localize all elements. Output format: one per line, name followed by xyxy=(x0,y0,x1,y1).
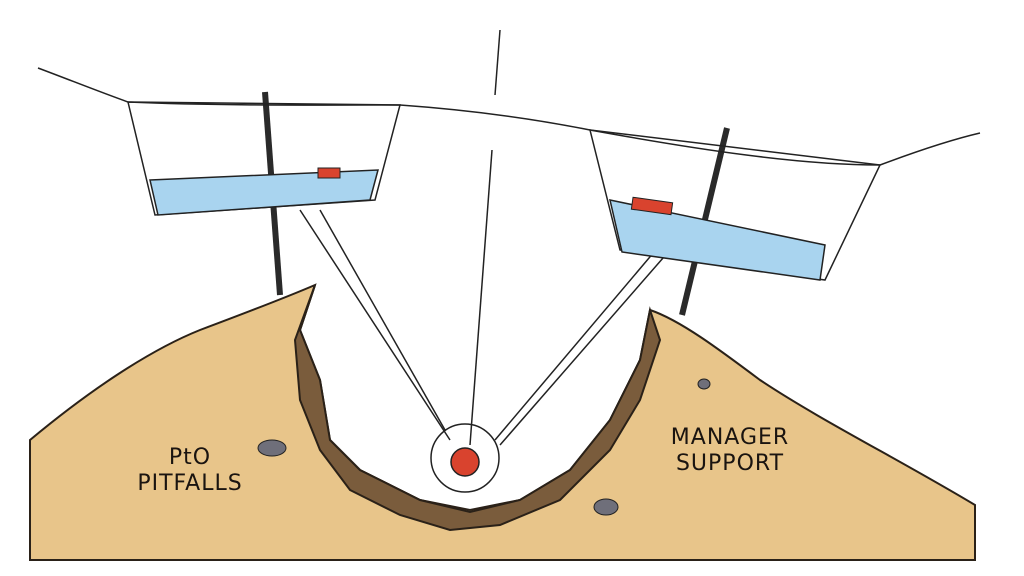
rock xyxy=(257,439,287,457)
right-label-line2: SUPPORT xyxy=(675,451,785,476)
dirt-trench xyxy=(293,284,662,532)
red-ball xyxy=(450,447,480,477)
rock xyxy=(697,378,711,390)
right-net xyxy=(589,129,882,281)
right-hill-label: MANAGER SUPPORT xyxy=(665,425,795,477)
rock xyxy=(593,498,619,516)
left-net xyxy=(127,101,401,216)
right-label-line1: MANAGER xyxy=(670,425,790,450)
left-label-line1: PtO xyxy=(168,445,212,470)
target-circle xyxy=(430,423,500,493)
left-hill-label: PtO PITFALLS xyxy=(135,445,245,497)
left-label-line2: PITFALLS xyxy=(137,471,243,496)
